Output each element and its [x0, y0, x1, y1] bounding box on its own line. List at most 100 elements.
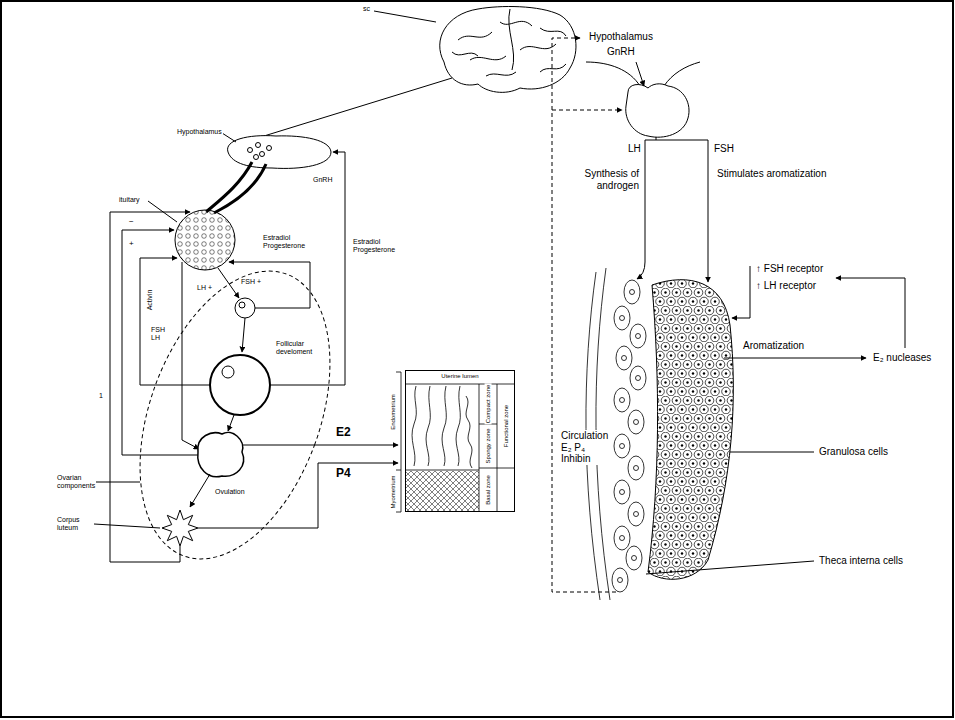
- hypothalamus-shape: [228, 136, 331, 169]
- theca-cell: [630, 366, 646, 390]
- panel-caption: Uterine lumen: [441, 371, 478, 380]
- theca-nucleus: [634, 512, 639, 517]
- stimulus-arrow: [218, 268, 239, 298]
- ovary-outline: [104, 245, 366, 585]
- feedback-sign: +: [128, 239, 135, 248]
- structure-label: Corpus luteum: [56, 516, 81, 532]
- structure-label: Granulosa cells: [818, 446, 889, 458]
- brain-gyrus: [520, 44, 556, 50]
- receptor-label: ↑ LH receptor: [755, 280, 817, 292]
- myometrium-border: [405, 470, 479, 471]
- feedback-sign: −: [128, 217, 135, 226]
- primary-follicle: [235, 298, 255, 318]
- process-label: Stimulates aromatization: [716, 168, 828, 180]
- callout-number: 1: [98, 392, 104, 400]
- hormone-label: Activin: [146, 289, 154, 312]
- hormone-label: FSH +: [240, 278, 262, 286]
- aromatization-arrow: [724, 358, 866, 359]
- theca-cell: [616, 346, 632, 370]
- hormone-arrow: [243, 445, 398, 446]
- hormone-label: Estradiol Progesterone: [352, 238, 396, 254]
- brain-outline: [440, 7, 576, 93]
- gland: [412, 386, 416, 466]
- axon: [214, 164, 266, 213]
- corpus-luteum-shape: [162, 510, 198, 546]
- hormone-label: GnRH: [312, 176, 333, 184]
- receptor-label: ↑ FSH receptor: [755, 263, 824, 275]
- leader-line: [374, 11, 436, 22]
- theca-cell: [614, 388, 630, 412]
- estradiol-arrow: [836, 278, 905, 348]
- theca-cell: [626, 546, 642, 570]
- theca-nucleus: [622, 356, 627, 361]
- structure-label: Ovarian components: [56, 474, 96, 490]
- layer-bracket: [396, 372, 401, 512]
- layer-label: Myometrium: [390, 474, 397, 509]
- feedback-arrow: [110, 212, 190, 562]
- process-label: Synthesis of androgen: [578, 168, 640, 191]
- pituitary-shape: [175, 210, 235, 270]
- theca-nucleus: [636, 376, 641, 381]
- zone-label: Spongy zone: [485, 427, 492, 464]
- theca-nucleus: [630, 290, 635, 295]
- feedback-arrow: [270, 152, 345, 385]
- callout-label: sc: [362, 5, 371, 13]
- process-label: Aromatization: [742, 340, 805, 352]
- receptor-arrow: [732, 266, 750, 318]
- mature-follicle: [210, 355, 270, 415]
- theca-cell: [630, 324, 646, 348]
- hormone-label: E₂ nucleases: [872, 352, 932, 364]
- hormone-list: Circulation E₂ P₄ Inhibin: [560, 430, 609, 465]
- theca-cell: [614, 526, 630, 550]
- granulosa-layer: [648, 280, 733, 580]
- pituitary-shape: [626, 84, 689, 137]
- zone-label: Compact zone: [485, 384, 492, 425]
- brain-gyrus: [540, 28, 566, 36]
- brain-gyrus: [540, 64, 566, 72]
- brain-sulcus: [509, 9, 514, 70]
- nucleus: [260, 152, 265, 157]
- hormone-split: [645, 137, 708, 140]
- nucleus: [248, 148, 253, 153]
- stage-arrow: [190, 474, 210, 507]
- theca-cell: [628, 502, 644, 526]
- zone-label: Basal zone: [485, 474, 492, 506]
- hormone-label: FSH LH: [150, 326, 166, 342]
- myometrium-hatch: [406, 471, 479, 511]
- hormone-arrow: [198, 463, 398, 528]
- leader-line: [730, 452, 814, 453]
- theca-nucleus: [620, 490, 625, 495]
- theca-cell: [628, 456, 644, 480]
- structure-label: ituitary: [118, 196, 141, 204]
- hormone-label: Estradiol Progesterone: [262, 234, 306, 250]
- zone-column: [479, 384, 497, 511]
- structure-label: Hypothalamus: [176, 128, 223, 136]
- theca-nucleus: [634, 420, 639, 425]
- theca-nucleus: [620, 398, 625, 403]
- theca-cell: [614, 306, 630, 330]
- theca-cell: [612, 568, 628, 592]
- brain-gyrus: [470, 56, 506, 60]
- leader-line: [94, 524, 160, 528]
- structure-label: Theca interna cells: [818, 555, 904, 567]
- fsh-arrow: [708, 140, 709, 282]
- lumen-border: [405, 384, 515, 385]
- hormone-label: LH: [627, 143, 642, 155]
- theca-nucleus: [632, 556, 637, 561]
- leader-line: [94, 482, 140, 483]
- zone-label: Functional zone: [503, 404, 510, 448]
- hypothalamus-floor: [664, 62, 700, 86]
- theca-cell: [614, 434, 630, 458]
- leader-line: [646, 561, 814, 574]
- oocyte: [222, 366, 234, 378]
- hormone-label: LH +: [196, 284, 213, 292]
- hypothalamus-floor: [586, 62, 640, 86]
- layer-label: Endometrium: [390, 393, 397, 431]
- oocyte: [239, 302, 245, 308]
- stage-label: Ovulation: [214, 488, 246, 496]
- feedback-arrow: [552, 38, 616, 592]
- gland: [442, 386, 446, 466]
- theca-nucleus: [618, 578, 623, 583]
- stage-arrow: [242, 318, 245, 352]
